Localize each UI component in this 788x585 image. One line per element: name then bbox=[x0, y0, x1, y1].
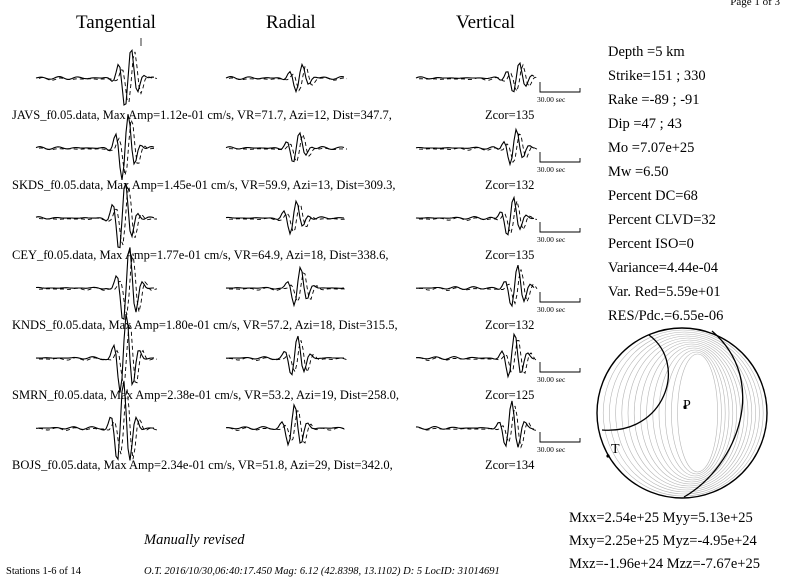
station-caption-6: BOJS_f0.05.data, Max Amp=2.34e-01 cm/s, … bbox=[12, 458, 393, 472]
observed-trace-r2-c2 bbox=[225, 131, 345, 163]
hatch-arc-6 bbox=[627, 337, 749, 489]
param-strike: Strike=151 ; 330 bbox=[608, 68, 706, 84]
observed-trace-r2-c1 bbox=[35, 114, 155, 180]
station-caption-3: CEY_f0.05.data, Max Amp=1.77e-01 cm/s, V… bbox=[12, 248, 389, 262]
column-header-tangential: Tangential bbox=[76, 12, 156, 33]
synthetic-trace-r4-c1 bbox=[39, 253, 158, 315]
param-percent-clvd: Percent CLVD=32 bbox=[608, 212, 716, 228]
beachball-compression-hatching bbox=[597, 328, 767, 498]
moment-tensor-row-2: Mxy=2.25e+25 Myz=-4.95e+24 bbox=[569, 533, 757, 549]
beachball-diagram: P T bbox=[596, 327, 768, 499]
t-axis-marker bbox=[606, 454, 610, 458]
waveform-panel bbox=[35, 38, 581, 461]
page-number: Page 1 of 3 bbox=[730, 0, 780, 8]
scale-label-5: 30.00 sec bbox=[537, 375, 566, 384]
observed-trace-r1-c2 bbox=[225, 62, 345, 94]
synthetic-trace-r2-c3 bbox=[418, 133, 538, 164]
scale-label-6: 30.00 sec bbox=[537, 445, 566, 454]
beachball-outline bbox=[596, 327, 768, 499]
synthetic-trace-r1-c3 bbox=[418, 63, 538, 93]
p-axis-marker bbox=[683, 405, 687, 409]
synthetic-trace-r4-c2 bbox=[229, 272, 348, 303]
param-rake: Rake =-89 ; -91 bbox=[608, 92, 700, 108]
synthetic-trace-r5-c3 bbox=[418, 340, 538, 375]
scale-bar-4 bbox=[539, 292, 581, 303]
param-percent-dc: Percent DC=68 bbox=[608, 188, 698, 204]
scale-label-1: 30.00 sec bbox=[537, 95, 566, 104]
station-caption-1: JAVS_f0.05.data, Max Amp=1.12e-01 cm/s, … bbox=[12, 108, 392, 122]
footer-origin: O.T. 2016/10/30,06:40:17.450 Mag: 6.12 (… bbox=[144, 566, 500, 577]
synthetic-trace-r6-c3 bbox=[418, 405, 538, 449]
synthetic-trace-r3-c2 bbox=[229, 204, 348, 233]
param-mw: Mw =6.50 bbox=[608, 164, 669, 180]
param-depth: Depth =5 km bbox=[608, 44, 685, 60]
param-variance: Variance=4.44e-04 bbox=[608, 260, 719, 276]
scale-bar-6 bbox=[539, 432, 581, 443]
param-var-red: Var. Red=5.59e+01 bbox=[608, 284, 721, 300]
synthetic-trace-r6-c2 bbox=[228, 410, 348, 444]
scale-bar-3 bbox=[539, 222, 581, 233]
zcor-4: Zcor=132 bbox=[485, 318, 535, 332]
nodal-plane-2 bbox=[683, 330, 744, 498]
column-header-radial: Radial bbox=[266, 12, 316, 33]
scale-label-3: 30.00 sec bbox=[537, 235, 566, 244]
observed-trace-r4-c2 bbox=[226, 265, 345, 308]
t-axis-label: T bbox=[611, 442, 620, 457]
hatch-arc-10 bbox=[652, 345, 734, 481]
zcor-2: Zcor=132 bbox=[485, 178, 535, 192]
hatch-arc-2 bbox=[602, 329, 764, 497]
column-header-vertical: Vertical bbox=[456, 12, 516, 33]
hatch-arc-14 bbox=[677, 353, 718, 473]
observed-trace-r2-c3 bbox=[415, 127, 535, 167]
synthetic-trace-r1-c2 bbox=[228, 65, 348, 92]
param-percent-iso: Percent ISO=0 bbox=[608, 236, 694, 252]
footer-stations: Stations 1-6 of 14 bbox=[6, 566, 81, 577]
hatch-arc-13 bbox=[671, 351, 722, 475]
hatch-arc-8 bbox=[640, 341, 741, 485]
synthetic-trace-r4-c3 bbox=[419, 269, 538, 305]
synthetic-trace-r2-c2 bbox=[229, 133, 347, 163]
observed-trace-r5-c3 bbox=[415, 332, 535, 379]
hatch-arc-4 bbox=[615, 333, 756, 493]
zcor-1: Zcor=135 bbox=[485, 108, 535, 122]
hatch-arc-5 bbox=[621, 335, 753, 491]
moment-tensor-row-3: Mxz=-1.96e+24 Mzz=-7.67e+25 bbox=[569, 556, 760, 572]
observed-trace-r6-c2 bbox=[225, 403, 345, 447]
scale-bar-1 bbox=[539, 82, 581, 93]
observed-trace-r5-c2 bbox=[226, 335, 344, 376]
station-caption-4: KNDS_f0.05.data, Max Amp=1.80e-01 cm/s, … bbox=[12, 318, 398, 332]
param-dip: Dip =47 ; 43 bbox=[608, 116, 682, 132]
param-res-pdc: RES/Pdc.=6.55e-06 bbox=[608, 308, 724, 324]
moment-tensor-row-1: Mxx=2.54e+25 Myy=5.13e+25 bbox=[569, 510, 753, 526]
hatch-arc-12 bbox=[664, 349, 726, 477]
observed-trace-r1-c3 bbox=[415, 61, 535, 93]
observed-trace-r6-c3 bbox=[415, 400, 535, 448]
scale-bar-5 bbox=[539, 362, 581, 373]
manually-revised-note: Manually revised bbox=[144, 532, 245, 548]
zcor-5: Zcor=125 bbox=[485, 388, 535, 402]
zcor-6: Zcor=134 bbox=[485, 458, 535, 472]
station-caption-2: SKDS_f0.05.data, Max Amp=1.45e-01 cm/s, … bbox=[12, 178, 396, 192]
observed-trace-r1-c1 bbox=[35, 48, 155, 106]
zcor-3: Zcor=135 bbox=[485, 248, 535, 262]
hatch-arc-11 bbox=[658, 347, 730, 479]
scale-label-2: 30.00 sec bbox=[537, 165, 566, 174]
observed-trace-r3-c2 bbox=[225, 199, 345, 236]
hatch-arc-7 bbox=[633, 339, 745, 487]
observed-trace-r3-c3 bbox=[415, 195, 535, 236]
param-mo: Mo =7.07e+25 bbox=[608, 140, 695, 156]
hatch-arc-3 bbox=[609, 331, 760, 495]
scale-label-4: 30.00 sec bbox=[537, 305, 566, 314]
synthetic-trace-r2-c1 bbox=[38, 118, 158, 176]
scale-bar-2 bbox=[539, 152, 581, 163]
p-axis-label: P bbox=[683, 398, 691, 413]
nodal-plane-1 bbox=[601, 334, 669, 431]
hatch-arc-9 bbox=[646, 343, 737, 483]
synthetic-trace-r5-c2 bbox=[228, 340, 348, 374]
observed-trace-r4-c3 bbox=[416, 264, 535, 308]
synthetic-trace-r3-c1 bbox=[38, 186, 157, 246]
station-caption-5: SMRN_f0.05.data, Max Amp=2.38e-01 cm/s, … bbox=[12, 388, 399, 402]
